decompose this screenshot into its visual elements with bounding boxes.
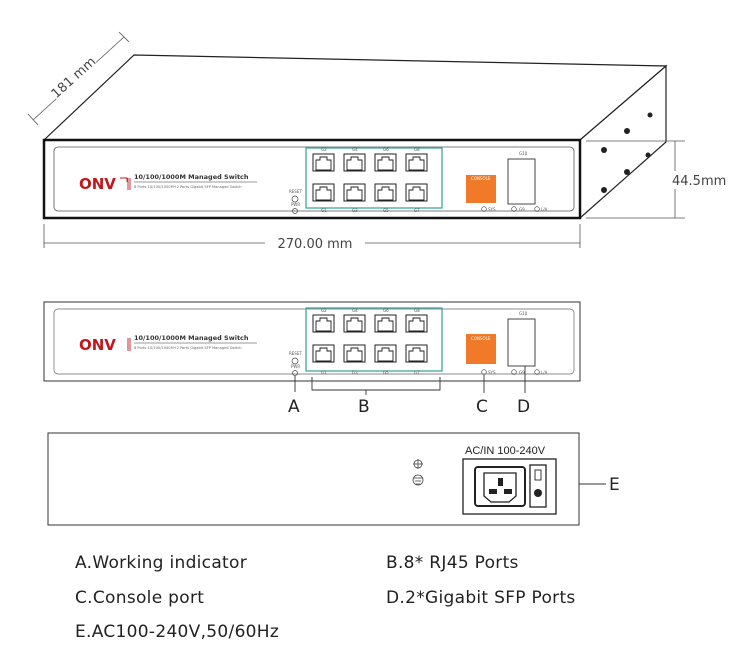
side-screws <box>601 112 653 193</box>
port-label-g5: G5 <box>383 208 389 213</box>
port-label-g3-flat: G3 <box>352 370 358 375</box>
port-label-g7-flat: G7 <box>414 370 420 375</box>
sfp-port-flat <box>507 318 536 367</box>
working-indicator <box>292 370 298 376</box>
rear-panel: AC/IN 100-240V <box>47 432 580 526</box>
legend-e: E.AC100-240V,50/60Hz <box>75 622 280 642</box>
port-label-g8: G8 <box>414 147 420 152</box>
legend-d: D.2*Gigabit SFP Ports <box>386 588 576 608</box>
pwr-label: PWR <box>291 202 300 207</box>
port-label-g6-flat: G6 <box>383 308 389 313</box>
sfp-port-label: G10 <box>519 151 528 156</box>
port-label-g5-flat: G5 <box>383 370 389 375</box>
brand-logo: ONV <box>79 175 116 193</box>
model-subtitle: 8 Ports 10/100/1000M+2 Ports Gigabit SFP… <box>134 185 242 189</box>
pwr-led <box>292 208 298 214</box>
callout-b: B <box>358 397 370 417</box>
console-label-flat: CONSOLE <box>471 336 491 341</box>
front-panel-flat: ONV 10/100/1000M Managed Switch 8 Ports … <box>43 301 581 382</box>
port-label-g6: G6 <box>383 147 389 152</box>
sfp-port <box>507 158 536 205</box>
port-label-g8-flat: G8 <box>414 308 420 313</box>
switch-3d-view: ONV 10/100/1000M Managed Switch 8 Ports … <box>42 54 668 220</box>
port-label-g2: G2 <box>321 147 327 152</box>
port-label-g7: G7 <box>414 208 420 213</box>
callout-d: D <box>517 397 530 417</box>
ac-inlet <box>474 466 526 507</box>
legend-b: B.8* RJ45 Ports <box>386 553 519 573</box>
reset-label: RESET <box>289 189 302 194</box>
legend-a: A.Working indicator <box>75 553 248 573</box>
power-switch <box>529 464 547 508</box>
port-label-g4-flat: G4 <box>352 308 358 313</box>
callout-a: A <box>288 397 300 417</box>
sfp-port-label-flat: G10 <box>519 311 528 316</box>
width-dimension-label: 270.00 mm <box>278 237 353 252</box>
power-label: AC/IN 100-240V <box>465 445 546 457</box>
ground-symbols <box>412 459 424 486</box>
model-subtitle-flat: 8 Ports 10/100/1000M+2 Ports Gigabit SFP… <box>134 346 242 350</box>
console-port <box>466 175 496 203</box>
callout-c: C <box>476 397 488 417</box>
switch-top-face <box>42 54 668 141</box>
port-label-g1: G1 <box>321 208 327 213</box>
height-dimension-label: 44.5mm <box>672 174 726 189</box>
callout-e: E <box>609 475 620 495</box>
brand-logo-flat: ONV <box>79 336 116 354</box>
g9-led-label: G9 <box>519 207 525 212</box>
port-label-g1-flat: G1 <box>321 370 327 375</box>
port-label-g2-flat: G2 <box>321 308 327 313</box>
reset-label-flat: RESET <box>289 351 302 356</box>
pwr-label-flat: PWR <box>291 364 300 369</box>
model-title-flat: 10/100/1000M Managed Switch <box>134 334 249 342</box>
port-label-g4: G4 <box>352 147 358 152</box>
sys-led-label: SYS <box>488 207 496 212</box>
port-block-frame <box>305 147 443 209</box>
la-led-label: L/A <box>541 207 548 212</box>
la-led-label-flat: L/A <box>541 370 548 375</box>
front-bezel <box>53 146 575 212</box>
console-port-flat <box>466 334 496 364</box>
sys-led-label-flat: SYS <box>488 370 496 375</box>
logo-mark <box>120 177 128 182</box>
g9-led-label-flat: G9 <box>519 370 525 375</box>
console-label: CONSOLE <box>471 176 491 181</box>
legend-c: C.Console port <box>75 588 205 608</box>
reset-button <box>291 195 299 203</box>
model-title: 10/100/1000M Managed Switch <box>134 173 249 181</box>
port-label-g3: G3 <box>352 208 358 213</box>
